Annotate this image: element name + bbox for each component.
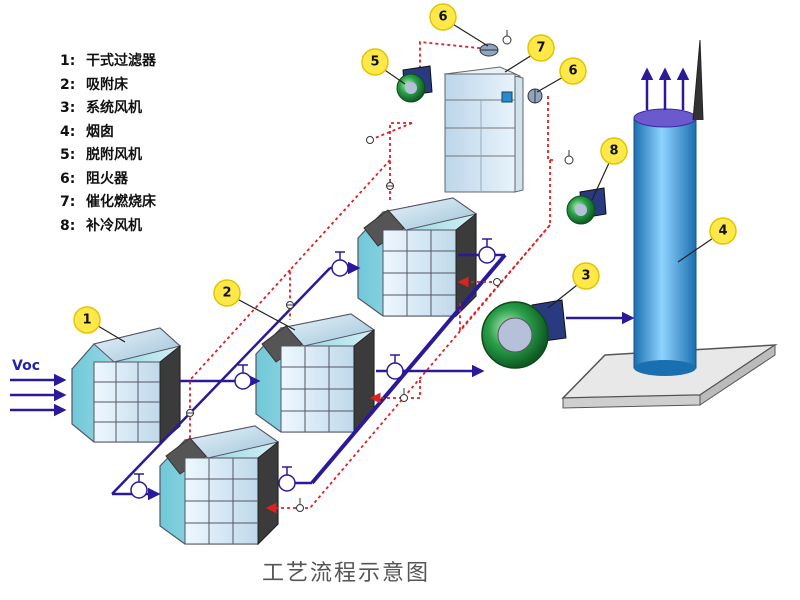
svg-text:7: 7 (536, 41, 545, 56)
chimney (633, 39, 704, 376)
legend-item: 8:补冷风机 (60, 217, 142, 234)
exhaust-arrows (640, 67, 690, 110)
svg-text:2: 2 (222, 286, 231, 301)
callout-4: 4 (709, 217, 737, 245)
legend-item: 6:阻火器 (60, 170, 128, 187)
bed-grids (94, 230, 456, 544)
svg-text:6: 6 (438, 10, 447, 25)
flame-arrester-right (527, 88, 543, 104)
adsorption-bed-top (357, 197, 478, 318)
legend-item: 1:干式过滤器 (60, 53, 156, 69)
voc-inlet-label: Voc (12, 358, 40, 374)
legend-item: 2:吸附床 (60, 76, 128, 93)
desorption-valves (186, 30, 574, 512)
desorption-fan (396, 65, 433, 103)
svg-text:6: 6 (568, 64, 577, 79)
blue-valves (130, 238, 496, 499)
adsorption-bed-middle (255, 313, 376, 434)
cooling-fan (566, 187, 607, 225)
callout-5: 5 (361, 48, 389, 76)
legend-item: 4:烟囱 (60, 123, 114, 140)
adsorption-bed-bottom (159, 425, 280, 546)
system-fan (481, 299, 567, 369)
diagram-title: 工艺流程示意图 (262, 561, 431, 586)
svg-text:3: 3 (581, 269, 590, 284)
svg-text:1: 1 (82, 313, 91, 328)
callout-2: 2 (213, 279, 241, 307)
legend-item: 3:系统风机 (60, 100, 142, 116)
voc-inlet: Voc (10, 358, 67, 417)
legend-item: 5:脱附风机 (60, 147, 142, 163)
callout-6-top: 6 (429, 3, 457, 31)
catalytic-combustion-tower (443, 66, 524, 193)
callouts: 1 2 3 4 5 6 6 7 (73, 3, 737, 334)
callout-1: 1 (73, 306, 101, 334)
svg-text:5: 5 (370, 55, 379, 70)
callout-7: 7 (527, 34, 555, 62)
svg-text:4: 4 (718, 224, 727, 239)
flame-arrester-top (479, 43, 499, 57)
dry-filter (71, 327, 182, 444)
legend-item: 7:催化燃烧床 (60, 194, 156, 210)
legend: 1:干式过滤器 2:吸附床 3:系统风机 4:烟囱 5:脱附风机 6:阻火器 7… (60, 50, 156, 238)
callout-6-right: 6 (559, 57, 587, 85)
callout-3: 3 (572, 262, 600, 290)
svg-text:8: 8 (609, 144, 618, 159)
callout-8: 8 (600, 137, 628, 165)
